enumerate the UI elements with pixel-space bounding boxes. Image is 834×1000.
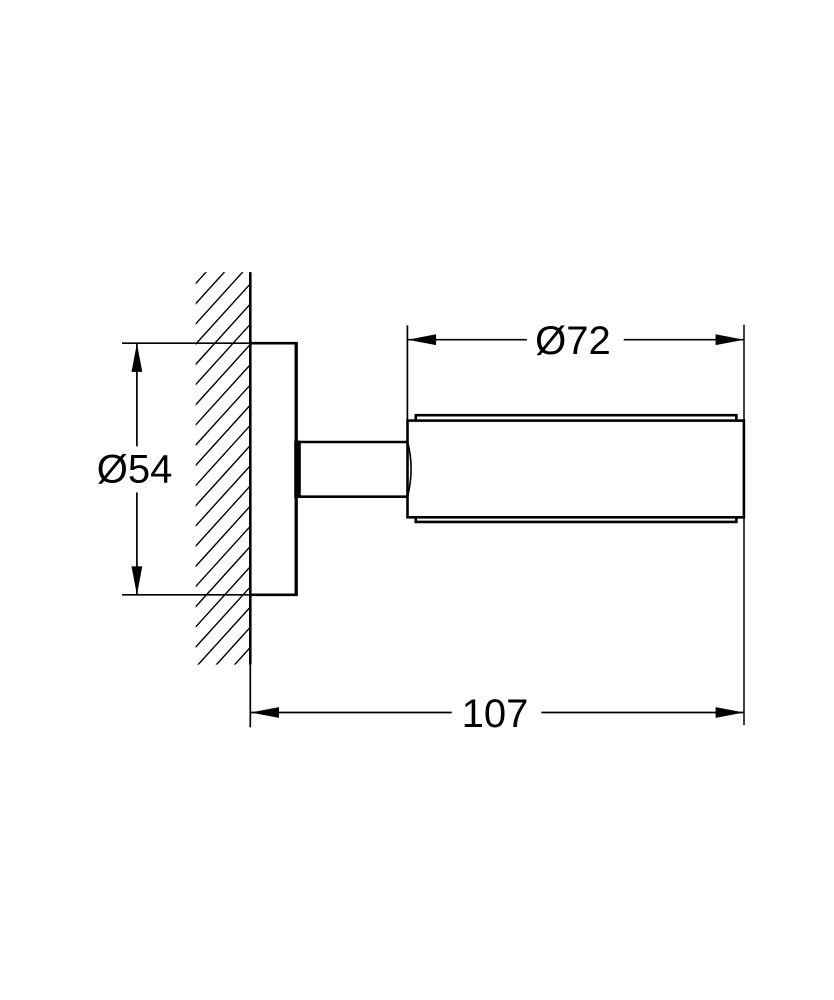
svg-text:Ø54: Ø54 — [97, 448, 173, 492]
svg-text:Ø72: Ø72 — [535, 319, 611, 363]
svg-text:107: 107 — [462, 692, 529, 736]
